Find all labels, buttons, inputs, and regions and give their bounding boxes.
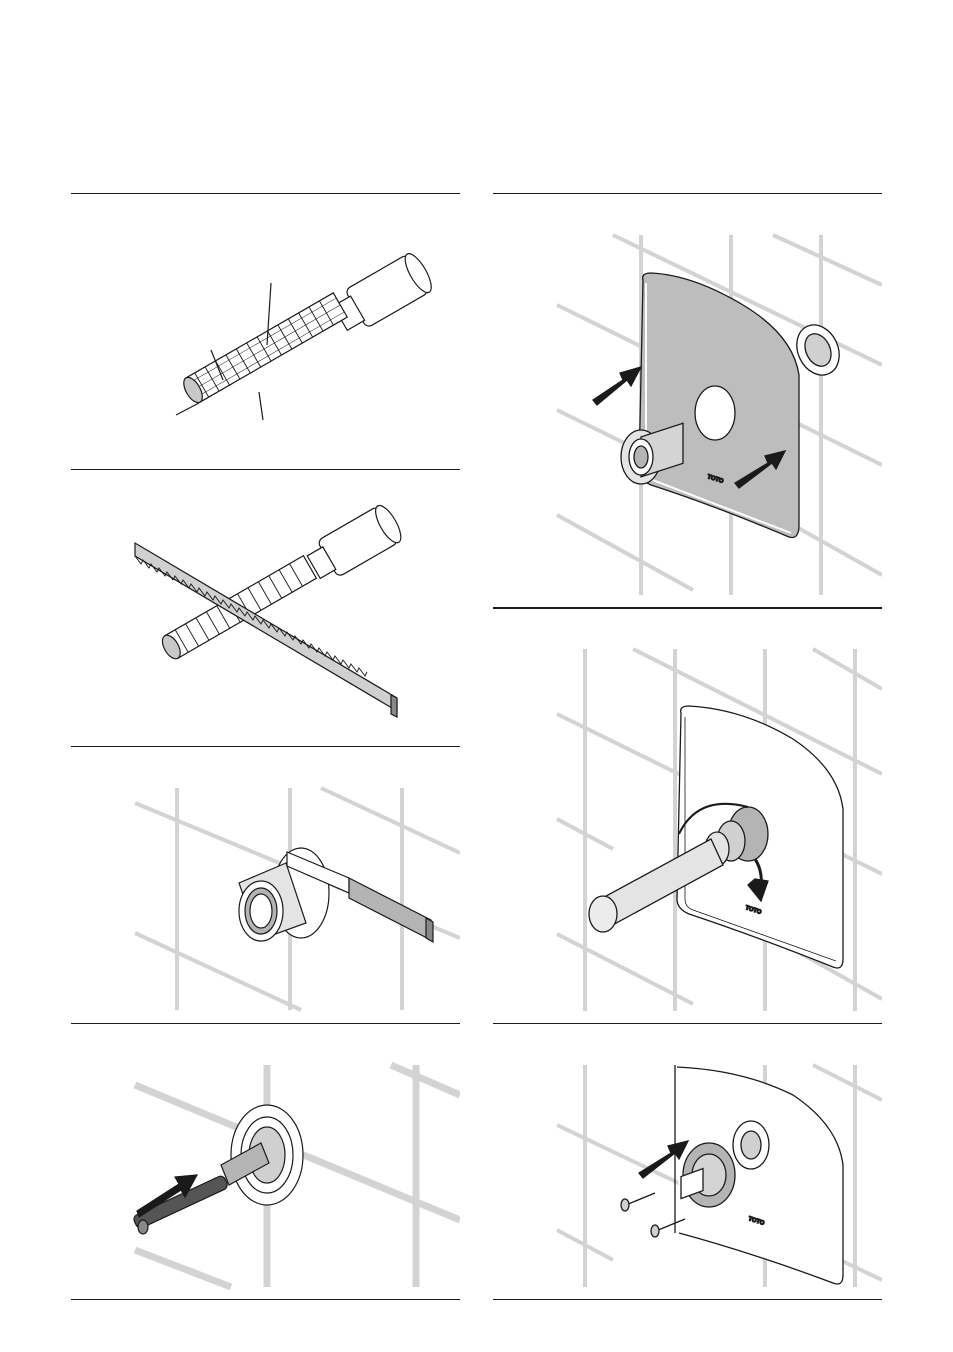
- escutcheon-with-screws-icon: TOTO: [621, 1065, 843, 1284]
- rule-left-2: [71, 469, 460, 470]
- step-insert-spindle: [71, 1025, 460, 1297]
- step-plate-mount: TOTO: [493, 195, 882, 605]
- step-turn-handle: TOTO: [493, 609, 882, 1021]
- step-spindle-parts: [71, 195, 460, 467]
- rule-right-3: [493, 1023, 882, 1024]
- rule-left-top: [71, 193, 460, 194]
- rule-right-top: [493, 193, 882, 194]
- rule-left-3: [71, 746, 460, 747]
- step-screw-escutcheon: TOTO: [493, 1025, 882, 1297]
- rule-left-4: [71, 1023, 460, 1024]
- rule-right-bottom: [493, 1299, 882, 1300]
- saw-cutting-spindle-icon: [135, 502, 406, 717]
- spindle-into-flange-icon: [132, 1105, 303, 1234]
- spindle-with-leader-lines-icon: [176, 250, 436, 420]
- step-saw-cut: [71, 471, 460, 744]
- step-sleeve-measure: [71, 748, 460, 1021]
- rule-left-bottom: [71, 1299, 460, 1300]
- handle-rotate-arrow-icon: TOTO: [589, 706, 843, 968]
- cover-plate-onto-wall-icon: TOTO: [593, 273, 847, 538]
